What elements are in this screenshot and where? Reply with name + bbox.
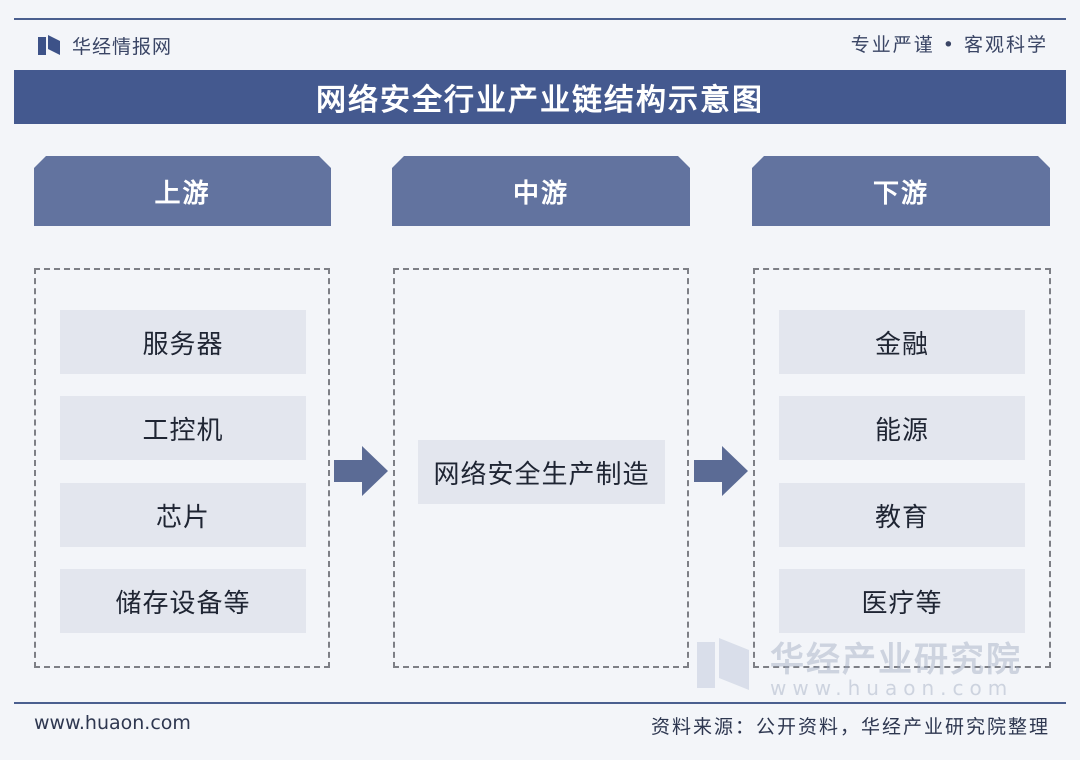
downstream-item: 金融 bbox=[779, 310, 1025, 374]
upstream-container bbox=[34, 268, 330, 668]
upstream-item-label: 储存设备等 bbox=[115, 588, 251, 619]
downstream-item: 能源 bbox=[779, 396, 1025, 460]
slogan: 专业严谨 • 客观科学 bbox=[850, 34, 1048, 56]
brand-name: 华经情报网 bbox=[72, 35, 173, 58]
downstream-header: 下游 bbox=[752, 156, 1050, 226]
downstream-label: 下游 bbox=[872, 178, 929, 209]
midstream-item-label: 网络安全生产制造 bbox=[433, 459, 650, 490]
upstream-item-label: 芯片 bbox=[155, 502, 210, 533]
watermark-name: 华经产业研究院 bbox=[770, 640, 1022, 680]
upstream-item: 工控机 bbox=[60, 396, 306, 460]
upstream-item-label: 工控机 bbox=[142, 415, 224, 446]
bottom-divider bbox=[14, 702, 1066, 704]
right-arrow-icon bbox=[694, 446, 748, 496]
upstream-label: 上游 bbox=[154, 178, 211, 209]
downstream-item-label: 金融 bbox=[874, 329, 929, 360]
downstream-item-label: 能源 bbox=[874, 415, 929, 446]
downstream-item: 医疗等 bbox=[779, 569, 1025, 633]
midstream-header: 中游 bbox=[392, 156, 690, 226]
downstream-item-label: 医疗等 bbox=[861, 588, 943, 619]
watermark-url: www.huaon.com bbox=[770, 676, 1014, 700]
watermark-logo-icon bbox=[697, 638, 749, 690]
midstream-container bbox=[393, 268, 689, 668]
downstream-item-label: 教育 bbox=[874, 502, 929, 533]
upstream-item-label: 服务器 bbox=[142, 329, 224, 360]
upstream-item: 服务器 bbox=[60, 310, 306, 374]
upstream-item: 储存设备等 bbox=[60, 569, 306, 633]
upstream-item: 芯片 bbox=[60, 483, 306, 547]
footer-url: www.huaon.com bbox=[34, 712, 191, 734]
right-arrow-icon bbox=[334, 446, 388, 496]
diagram-title: 网络安全行业产业链结构示意图 bbox=[316, 83, 764, 118]
midstream-label: 中游 bbox=[512, 178, 569, 209]
downstream-container bbox=[753, 268, 1051, 668]
top-divider bbox=[14, 18, 1066, 20]
footer-source: 资料来源：公开资料，华经产业研究院整理 bbox=[650, 716, 1050, 738]
title-bar: 网络安全行业产业链结构示意图 bbox=[14, 70, 1066, 124]
upstream-header: 上游 bbox=[34, 156, 331, 226]
downstream-item: 教育 bbox=[779, 483, 1025, 547]
huajing-logo-icon bbox=[38, 35, 60, 55]
brand: 华经情报网 bbox=[38, 30, 172, 60]
midstream-item: 网络安全生产制造 bbox=[418, 440, 665, 504]
